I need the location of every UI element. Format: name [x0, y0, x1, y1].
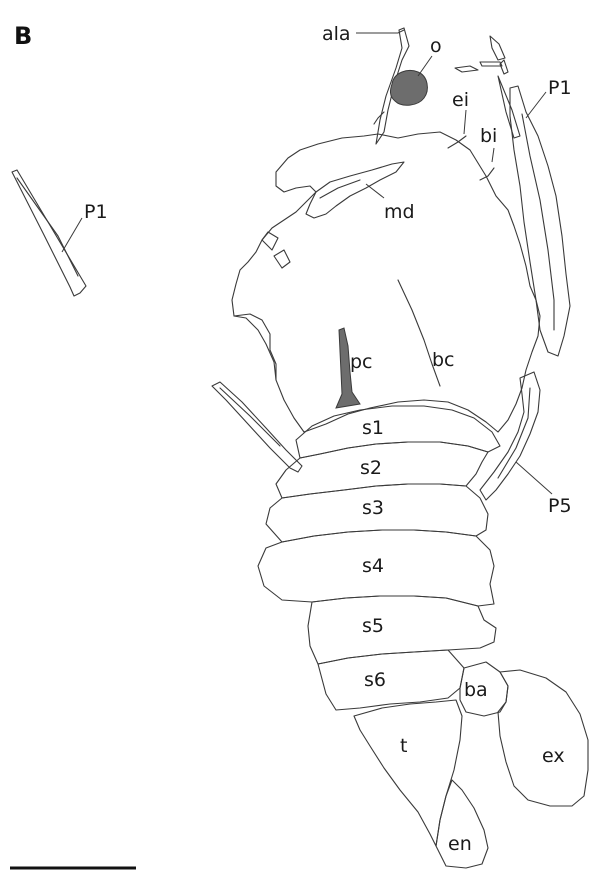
- md-leader-line: [366, 184, 384, 198]
- somite-s5: [308, 596, 496, 664]
- telson: [354, 700, 462, 846]
- uropod-exopod: [498, 670, 588, 806]
- bi-leader-line: [492, 148, 494, 162]
- label-s1: s1: [362, 417, 384, 439]
- ei-leader-line: [464, 110, 466, 134]
- left-walking-leg: [212, 382, 302, 472]
- p1-right-leader-line: [526, 92, 546, 118]
- label-s4: s4: [362, 555, 384, 577]
- label-pc: pc: [350, 351, 373, 373]
- label-p5: P5: [548, 495, 572, 517]
- ala-leader-line: [356, 30, 404, 33]
- eye-leader-line: [418, 56, 432, 76]
- panel-letter: B: [14, 22, 32, 50]
- label-ala: ala: [322, 23, 351, 45]
- label-p1-right: P1: [548, 77, 572, 99]
- label-s3: s3: [362, 497, 384, 519]
- label-ba: ba: [464, 679, 488, 701]
- label-p1-left: P1: [84, 201, 108, 223]
- label-t: t: [400, 735, 407, 757]
- isolated-p1-appendage: [12, 170, 86, 296]
- label-s5: s5: [362, 615, 384, 637]
- label-o: o: [430, 35, 442, 57]
- label-en: en: [448, 833, 472, 855]
- label-bc: bc: [432, 349, 455, 371]
- label-ex: ex: [542, 745, 565, 767]
- label-bi: bi: [480, 125, 497, 147]
- label-s6: s6: [364, 669, 386, 691]
- label-ei: ei: [452, 89, 469, 111]
- eye-o-dark-patch: [390, 71, 427, 106]
- right-p5-appendage: [480, 372, 540, 500]
- label-s2: s2: [360, 457, 382, 479]
- p5-leader-line: [516, 462, 552, 494]
- label-md: md: [384, 201, 415, 223]
- somite-s2: [276, 442, 488, 498]
- somite-s1: [296, 406, 500, 458]
